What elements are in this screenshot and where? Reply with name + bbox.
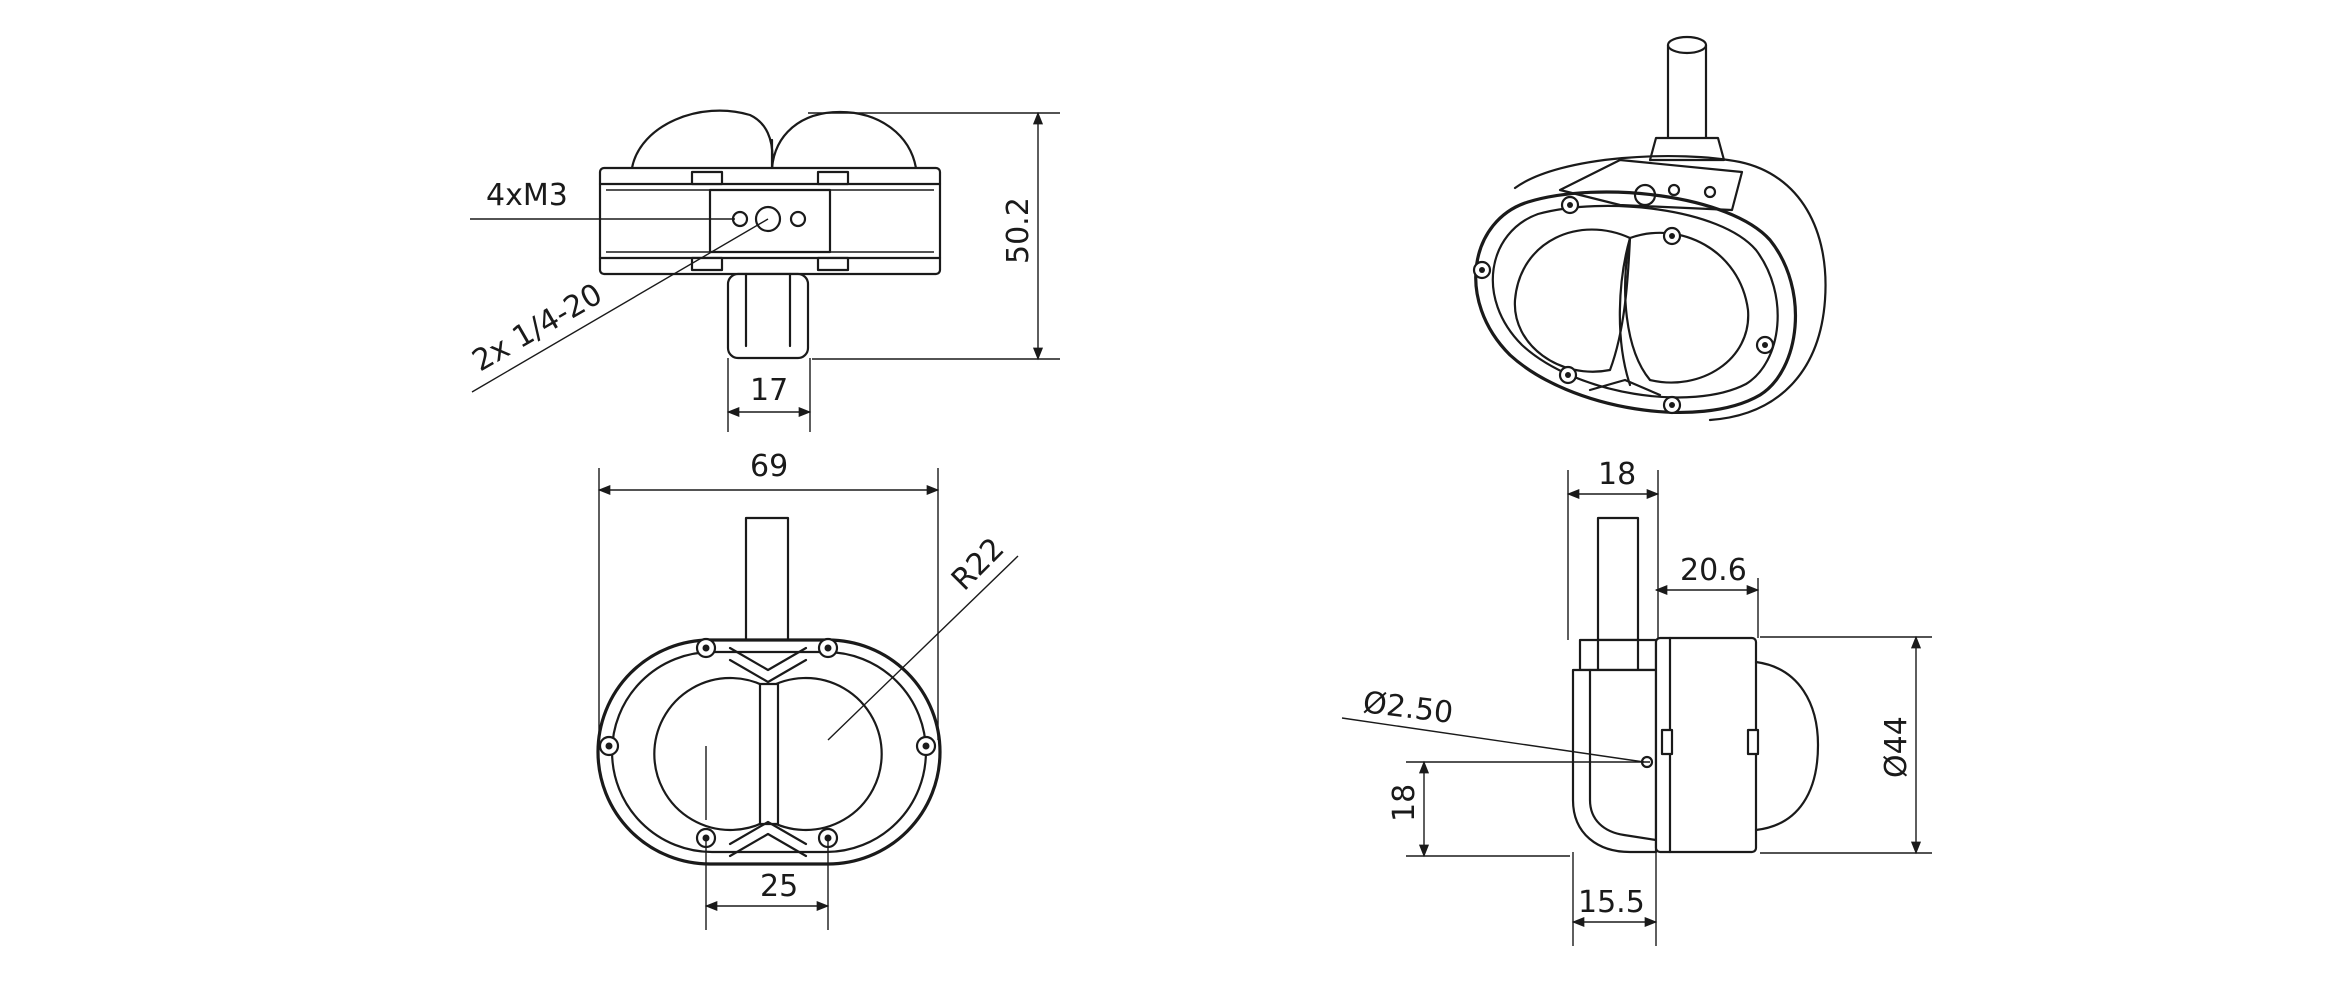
body-depth-label: 20.6 (1680, 553, 1747, 588)
lens-spacing-label: 25 (760, 869, 798, 904)
front-view: 69 R22 25 (596, 449, 1019, 930)
shaft-width-label: 17 (750, 373, 788, 408)
side-view: 18 20.6 Ø2.50 18 Ø44 15.5 (1341, 457, 1932, 946)
top-view: 4xM3 2x 1/4-20 50.2 17 (467, 109, 1060, 432)
height-overall-label: 50.2 (1001, 197, 1036, 264)
hole-diameter-label: Ø2.50 (1361, 685, 1455, 731)
width-overall-label: 69 (750, 449, 788, 484)
isometric-view (1472, 35, 1827, 422)
hole-height-label: 18 (1387, 784, 1422, 822)
side-depth-label: 18 (1598, 457, 1636, 492)
bracket-depth-label: 15.5 (1578, 885, 1645, 920)
thread-callout-label: 4xM3 (486, 178, 568, 213)
radius-label: R22 (945, 531, 1011, 597)
mount-callout-label: 2x 1/4-20 (467, 277, 609, 379)
diameter-label: Ø44 (1879, 716, 1914, 778)
